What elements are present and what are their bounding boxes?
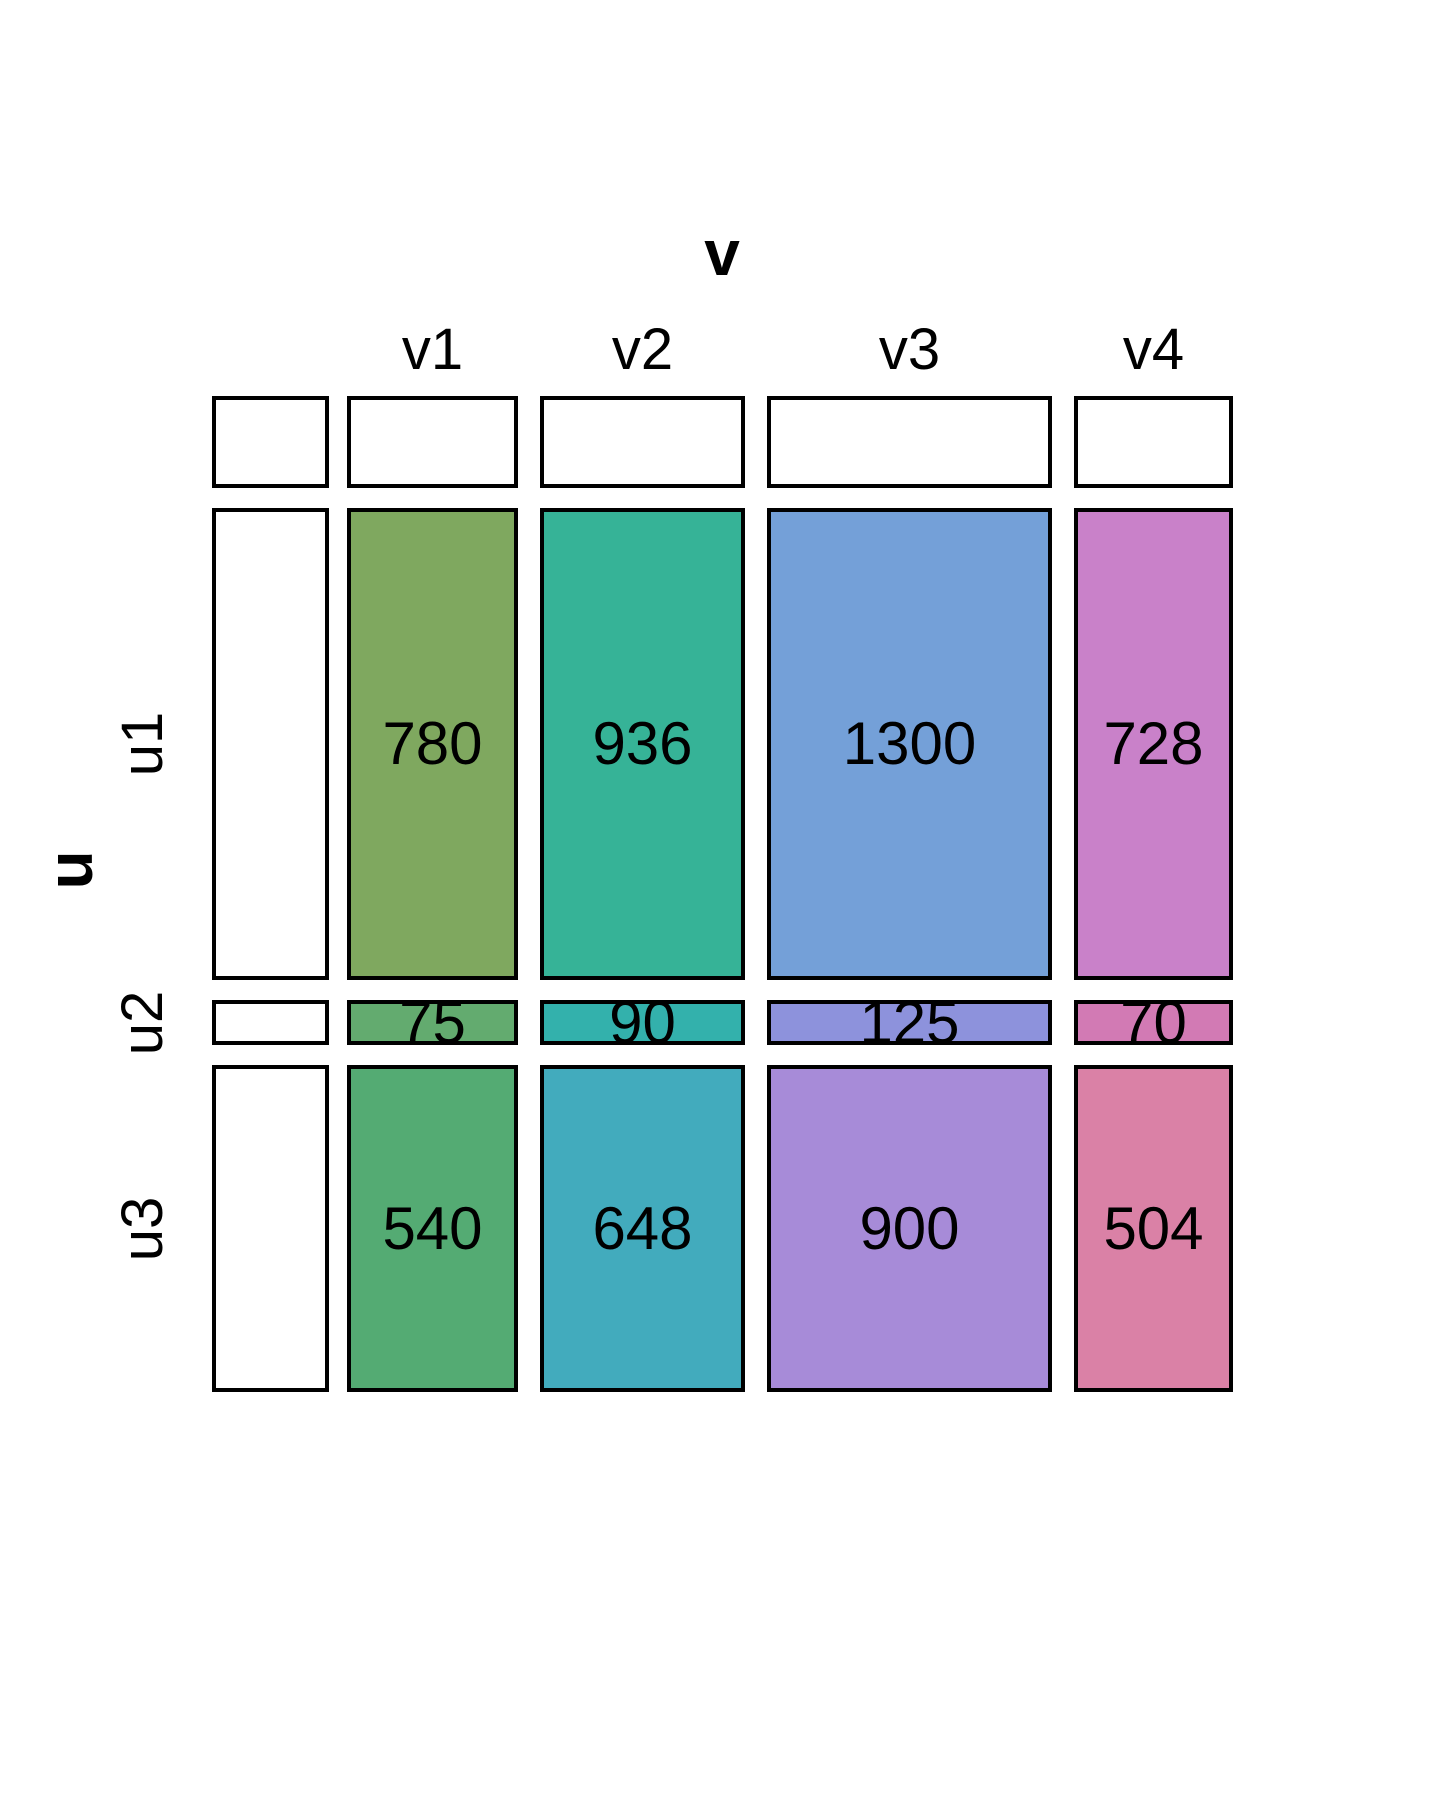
mosaic-cell-u1-v4: 728 [1074,508,1233,980]
mosaic-cell-u3-v2: 648 [540,1065,745,1392]
mosaic-cell-u2-v3: 125 [767,992,1052,1052]
mosaic-cell-u1-v2: 936 [540,508,745,980]
cell-value-u3-v4: 504 [1103,1194,1204,1262]
cell-value-u1-v4: 728 [1103,710,1204,777]
row-label-u2: u2 [110,990,175,1055]
margin-box-col-v2 [540,396,745,488]
cell-value-u1-v3: 1300 [842,710,977,777]
mosaic-cell-u3-v4: 504 [1074,1065,1233,1392]
col-label-v3: v3 [878,317,941,382]
v-axis-title: v [704,217,740,289]
mosaic-cell-u2-v4: 70 [1074,992,1233,1052]
margin-box-col-v3 [767,396,1052,488]
margin-box-row-u2 [212,1000,329,1045]
margin-box-row-u1 [212,508,329,980]
mosaic-cell-u2-v1: 75 [347,992,518,1052]
u-axis-title: u [34,850,106,890]
cell-value-u3-v1: 540 [382,1194,483,1262]
mosaic-cell-u1-v3: 1300 [767,508,1052,980]
cell-value-u1-v1: 780 [382,710,483,777]
cell-value-u2-v3: 125 [859,988,960,1056]
margin-box-row-u3 [212,1065,329,1392]
mosaic-cell-u2-v2: 90 [540,992,745,1052]
row-label-u1: u1 [110,711,175,777]
cell-value-u2-v1: 75 [399,988,466,1056]
margin-box-corner [212,396,329,488]
margin-box-col-v4 [1074,396,1233,488]
col-label-v2: v2 [611,317,674,382]
col-label-v4: v4 [1122,317,1185,382]
mosaic-cell-u3-v1: 540 [347,1065,518,1392]
cell-value-u2-v2: 90 [609,988,676,1056]
mosaic-cell-u3-v3: 900 [767,1065,1052,1392]
margin-box-col-v1 [347,396,518,488]
cell-value-u2-v4: 70 [1120,988,1187,1056]
mosaic-cell-u1-v1: 780 [347,508,518,980]
row-label-u3: u3 [110,1196,175,1261]
cell-value-u3-v2: 648 [592,1194,693,1262]
col-label-v1: v1 [401,317,464,382]
cell-value-u1-v2: 936 [592,710,693,777]
cell-value-u3-v3: 900 [859,1194,960,1262]
